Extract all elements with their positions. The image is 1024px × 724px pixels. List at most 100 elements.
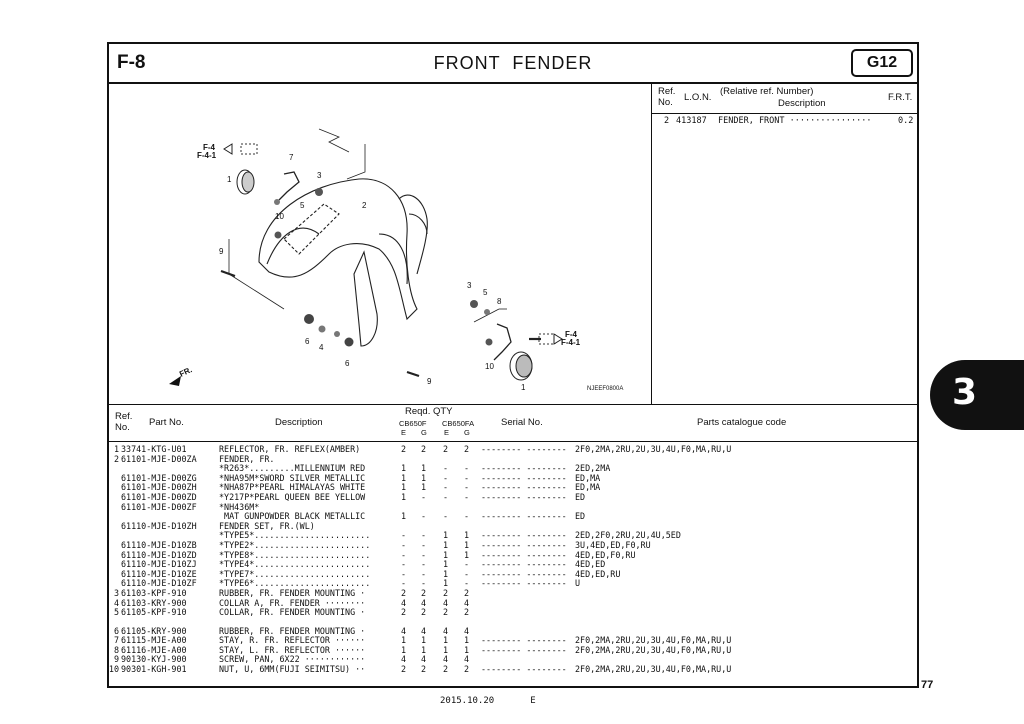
cell-qty-2: -: [421, 530, 427, 541]
cell-part-number[interactable]: 61110-MJE-D10ZF: [121, 578, 197, 589]
footer: 2015.10.20 E: [440, 696, 536, 706]
footer-edition: E: [530, 696, 536, 706]
cell-part-number[interactable]: 61105-KPF-910: [121, 607, 187, 618]
ref-f4-left[interactable]: F-4: [203, 143, 216, 152]
right-reflector: [509, 351, 533, 381]
cell-catalogue-code: ED,MA: [575, 472, 601, 483]
cell-qty-1: -: [401, 578, 407, 589]
cell-part-number[interactable]: 61110-MJE-D10ZJ: [121, 559, 197, 570]
cell-part-number[interactable]: 61110-MJE-D10ZH: [121, 520, 197, 531]
cell-description: *NHA87P*PEARL HIMALAYAS WHITE: [219, 482, 366, 493]
cell-description: *NHA95M*SWORD SILVER METALLIC: [219, 472, 366, 483]
cell-qty-3: -: [443, 491, 449, 502]
cell-part-number[interactable]: 90130-KYJ-900: [121, 654, 187, 665]
cell-right-ref: 8: [113, 644, 119, 655]
cell-qty-2: -: [421, 568, 427, 579]
cell-description: COLLAR, FR. FENDER MOUNTING ·: [219, 607, 366, 618]
cell-catalogue-code: ED,MA: [575, 482, 601, 493]
header-catalogue-code: Parts catalogue code: [697, 417, 787, 428]
cell-qty-2: 1: [421, 482, 427, 493]
cell-qty-2: 2: [421, 587, 427, 598]
cell-part-number[interactable]: 61110-MJE-D10ZB: [121, 539, 197, 550]
header-description: Description: [275, 417, 323, 428]
cell-description: RUBBER, FR. FENDER MOUNTING ·: [219, 587, 366, 598]
cell-qty-2: -: [421, 578, 427, 589]
cell-part-number[interactable]: 61115-MJE-A00: [121, 635, 187, 646]
lon-relative-header: (Relative ref. Number): [720, 86, 814, 97]
cell-qty-2: -: [421, 559, 427, 570]
cell-part-number[interactable]: 61116-MJE-A00: [121, 644, 187, 655]
cell-catalogue-code: 2F0,2MA,2RU,2U,3U,4U,F0,MA,RU,U: [575, 644, 732, 655]
cell-catalogue-code: 4ED,ED,RU: [575, 568, 621, 579]
cell-qty-4: -: [464, 559, 470, 570]
page-number: 77: [921, 679, 934, 691]
ref-f4-1-right[interactable]: F-4-1: [561, 338, 581, 347]
cell-qty-1: 1: [401, 511, 407, 522]
cell-part-number[interactable]: 61103-KRY-900: [121, 597, 187, 608]
callout-10b: 10: [485, 362, 494, 371]
cell-description: *R263*.........MILLENNIUM RED: [219, 463, 366, 474]
cell-part-number[interactable]: 61101-MJE-D00ZA: [121, 453, 197, 464]
cell-qty-2: 1: [421, 463, 427, 474]
cell-serial-range: -------- --------: [481, 530, 567, 541]
cell-part-number[interactable]: 61101-MJE-D00ZD: [121, 491, 197, 502]
cell-description: STAY, L. FR. REFLECTOR ······: [219, 644, 366, 655]
ref-f4-right[interactable]: F-4: [565, 330, 578, 339]
cell-part-number[interactable]: 33741-KTG-U01: [121, 444, 187, 454]
callout-9: 9: [219, 247, 224, 256]
callout-1: 1: [227, 175, 232, 184]
cell-right-ref: 5: [113, 607, 119, 618]
callout-5: 5: [300, 201, 305, 210]
lon-row-frt: 0.2: [898, 116, 914, 126]
direction-label: FR.: [178, 365, 193, 379]
cell-qty-1: 1: [401, 482, 407, 493]
cell-catalogue-code: ED: [575, 511, 586, 522]
cell-qty-1: -: [401, 530, 407, 541]
cell-part-number[interactable]: 61110-MJE-D10ZD: [121, 549, 197, 560]
section-tab[interactable]: 3: [930, 360, 1024, 430]
table-row: 61110-MJE-D10ZB*TYPE2*..................…: [109, 539, 917, 551]
cell-catalogue-code: 2F0,2MA,2RU,2U,3U,4U,F0,MA,RU,U: [575, 444, 732, 454]
table-row: 61101-MJE-D00ZF*NH436M*: [109, 501, 917, 513]
cell-description: RUBBER, FR. FENDER MOUNTING ·: [219, 625, 366, 636]
ref-f4-1-left[interactable]: F-4-1: [197, 151, 217, 160]
front-fender-drawing: [258, 178, 428, 347]
cell-right-ref: 1: [113, 444, 119, 454]
cell-part-number[interactable]: 61101-MJE-D00ZH: [121, 482, 197, 493]
cell-serial-range: -------- --------: [481, 463, 567, 474]
cell-qty-3: 4: [443, 625, 449, 636]
callout-4: 4: [319, 343, 324, 352]
page-title: FRONT FENDER: [433, 53, 593, 73]
cell-part-number[interactable]: 90301-KGH-901: [121, 664, 187, 675]
page-header: F-8 FRONT FENDER G12: [109, 44, 917, 84]
cell-serial-range: -------- --------: [481, 559, 567, 570]
cell-part-number[interactable]: 61101-MJE-D00ZF: [121, 501, 197, 512]
cell-qty-2: 2: [421, 607, 427, 618]
parts-list-header: Ref. No. Part No. Description Reqd. QTY …: [109, 405, 917, 442]
cell-qty-3: 1: [443, 644, 449, 655]
cell-part-number[interactable]: 61101-MJE-D00ZG: [121, 472, 197, 483]
cell-description: SCREW, PAN, 6X22 ············: [219, 654, 366, 665]
cell-part-number[interactable]: 61103-KPF-910: [121, 587, 187, 598]
cell-qty-4: 4: [464, 654, 470, 665]
cell-qty-3: 1: [443, 559, 449, 570]
cell-qty-3: 1: [443, 635, 449, 646]
cell-qty-3: 4: [443, 597, 449, 608]
cell-qty-4: 4: [464, 597, 470, 608]
footer-date: 2015.10.20: [440, 696, 495, 706]
cell-part-number[interactable]: 61105-KRY-900: [121, 625, 187, 636]
cell-qty-3: -: [443, 463, 449, 474]
cell-qty-1: 2: [401, 664, 407, 675]
lon-header: Ref. No. L.O.N. (Relative ref. Number) D…: [652, 84, 917, 114]
cell-serial-range: -------- --------: [481, 539, 567, 550]
cell-part-number[interactable]: 61110-MJE-D10ZE: [121, 568, 197, 579]
header-sub-e2: E: [444, 428, 450, 437]
cell-qty-4: 1: [464, 539, 470, 550]
cell-description: *TYPE8*.......................: [219, 549, 371, 560]
header-sub-e1: E: [401, 428, 407, 437]
cell-qty-4: 2: [464, 444, 470, 454]
